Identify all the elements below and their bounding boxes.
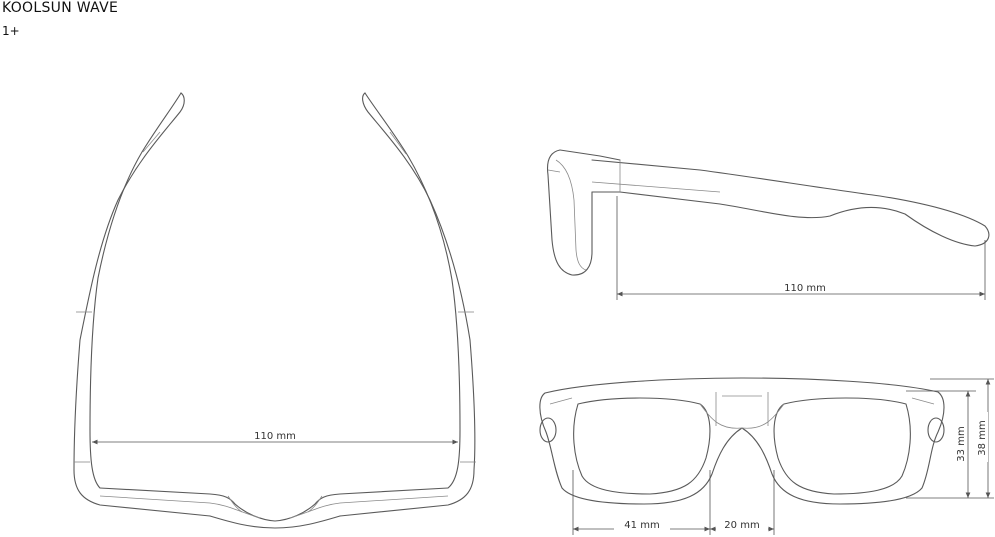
top-view-drawing — [73, 92, 476, 529]
dimension-frame-height-label: 38 mm — [977, 420, 988, 455]
dimension-lens-height-label: 33 mm — [956, 426, 967, 461]
dimension-width-top-label: 110 mm — [254, 431, 296, 442]
dimension-lens-width-label: 41 mm — [624, 520, 659, 531]
dimension-bridge-width-label: 20 mm — [724, 520, 759, 531]
product-title: KOOLSUN WAVE — [2, 0, 119, 16]
age-label: 1+ — [2, 24, 20, 38]
side-view-dimension — [616, 196, 986, 300]
dimension-length-side-label: 110 mm — [784, 283, 826, 294]
front-view-drawing — [539, 377, 945, 505]
side-view-drawing — [546, 149, 990, 276]
